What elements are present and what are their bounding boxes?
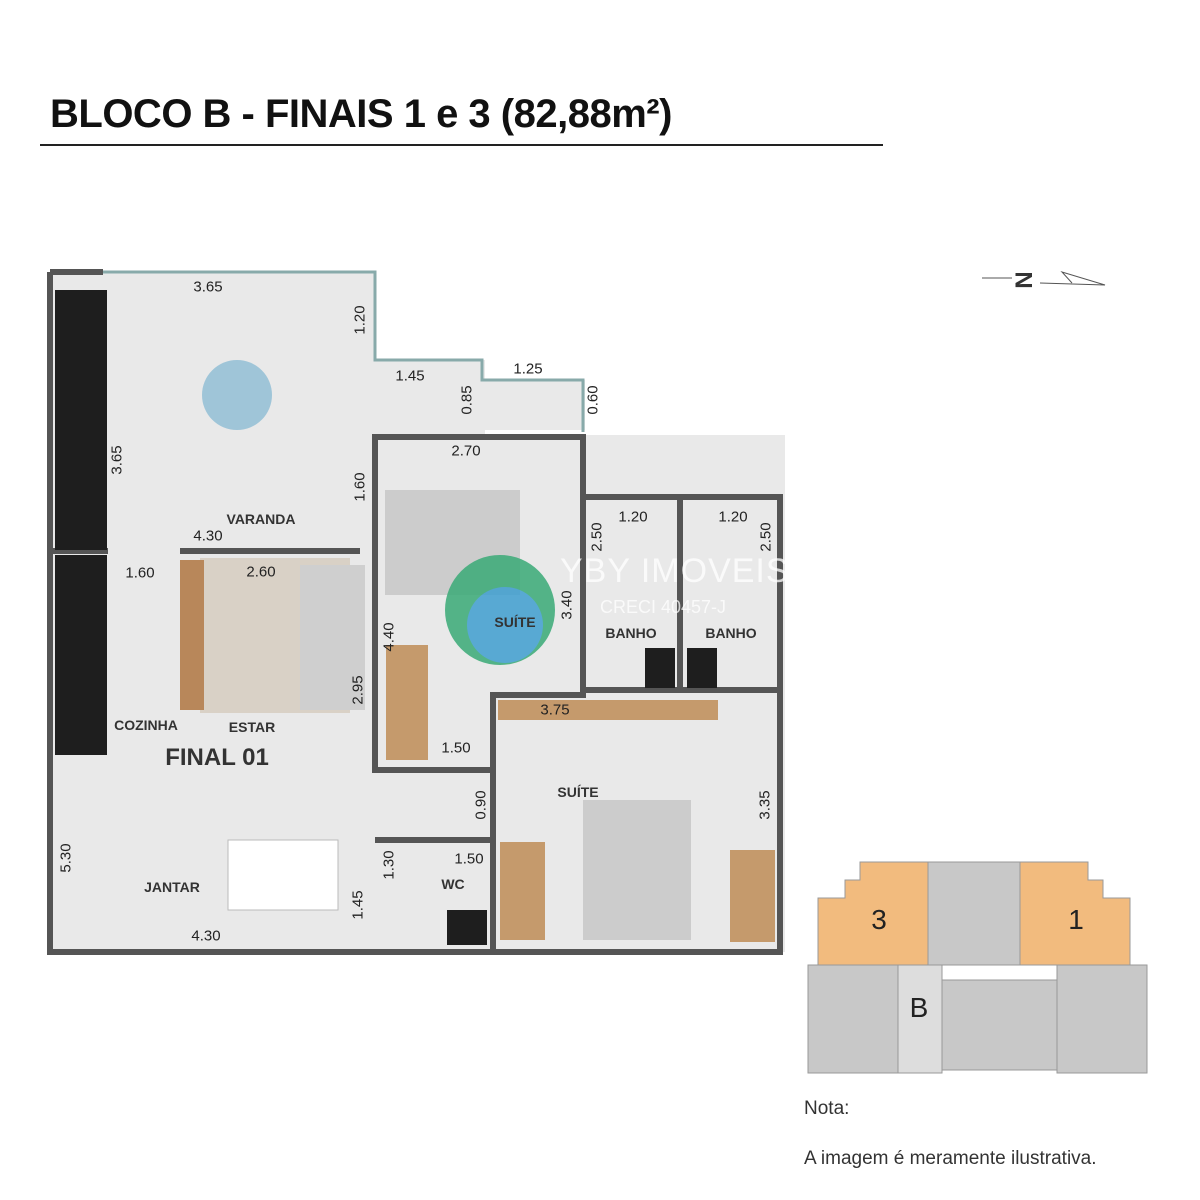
dimension: 3.75 — [540, 701, 570, 719]
dimension: 1.45 — [349, 890, 367, 920]
dimension: 1.20 — [351, 305, 369, 335]
wardrobe — [498, 700, 718, 720]
dimension: 4.30 — [191, 927, 221, 945]
wardrobe — [386, 645, 428, 760]
dimension: 1.30 — [380, 850, 398, 880]
room-label-estar: ESTAR — [228, 719, 276, 735]
watermark-creci: CRECI 40457-J — [600, 597, 727, 617]
dimension: 0.60 — [584, 385, 602, 415]
dimension: 2.60 — [246, 563, 276, 581]
unit-label: FINAL 01 — [165, 744, 269, 771]
wardrobe — [730, 850, 775, 942]
room-label-suite: SUÍTE — [557, 784, 599, 800]
dining-table — [227, 839, 339, 911]
room-label-varanda: VARANDA — [226, 511, 296, 527]
sink — [645, 648, 675, 688]
dimension: 3.40 — [558, 590, 576, 620]
page-title: BLOCO B - FINAIS 1 e 3 (82,88m²) — [50, 92, 672, 136]
note-label: Nota: — [804, 1098, 850, 1119]
sink — [687, 648, 717, 688]
dimension: 2.95 — [349, 675, 367, 705]
bed — [583, 800, 691, 940]
room-label-cozinha: COZINHA — [114, 717, 178, 733]
key-plan-block: B — [909, 992, 929, 1023]
wardrobe — [500, 842, 545, 940]
north-compass-letter: N — [1009, 271, 1037, 289]
room-label-banho: BANHO — [605, 625, 657, 641]
room-label-banho: BANHO — [705, 625, 757, 641]
sink — [447, 910, 487, 945]
dimension: 1.50 — [441, 739, 471, 757]
dimension: 1.20 — [718, 508, 748, 526]
dimension: 1.20 — [618, 508, 648, 526]
dimension: 1.60 — [125, 564, 155, 582]
room-label-jantar: JANTAR — [144, 879, 200, 895]
dimension: 3.65 — [193, 278, 223, 296]
note-text: A imagem é meramente ilustrativa. — [804, 1148, 1097, 1169]
dimension: 4.40 — [380, 622, 398, 652]
key-plan-unit-3: 3 — [871, 904, 887, 935]
dimension: 1.50 — [454, 850, 484, 868]
dimension: 1.60 — [351, 472, 369, 502]
watermark-logo — [445, 555, 555, 665]
dimension: 2.50 — [588, 522, 606, 552]
dimension: 0.85 — [458, 385, 476, 415]
dimension: 0.90 — [472, 790, 490, 820]
room-label-suite: SUÍTE — [494, 614, 536, 630]
dining-table-varanda — [202, 360, 272, 430]
dimension: 1.45 — [395, 367, 425, 385]
sofa — [300, 565, 365, 710]
dimension: 4.30 — [193, 527, 223, 545]
dimension: 2.50 — [757, 522, 775, 552]
dimension: 3.65 — [108, 445, 126, 475]
kitchen-counter — [55, 555, 107, 755]
walls — [47, 269, 783, 955]
tv-panel — [180, 560, 204, 710]
title-divider — [40, 144, 883, 146]
dimension: 3.35 — [756, 790, 774, 820]
dimension: 5.30 — [57, 843, 75, 873]
watermark-text: YBY IMOVEIS — [560, 552, 790, 590]
dimension: 2.70 — [451, 442, 481, 460]
dimension: 1.25 — [513, 360, 543, 378]
compass-arrow — [982, 270, 1106, 286]
key-plan-unit-1: 1 — [1068, 904, 1084, 935]
key-plan — [807, 861, 1148, 1074]
room-label-wc: WC — [441, 876, 465, 892]
kitchen-counter — [55, 290, 107, 550]
